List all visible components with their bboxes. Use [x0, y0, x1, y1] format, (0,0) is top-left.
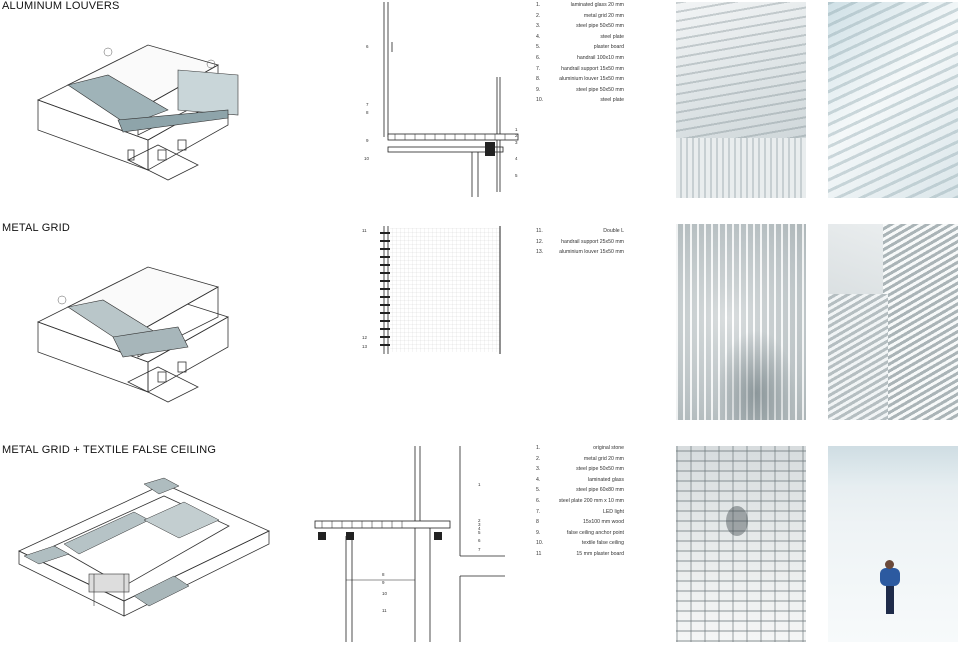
- legend-row: 2.metal grid 20 mm: [536, 455, 624, 462]
- detail-label: 12: [362, 335, 368, 340]
- legend-row: 7.LED light: [536, 508, 624, 515]
- detail-label: 13: [362, 344, 368, 349]
- legend-row: 12.handrail support 25x50 mm: [536, 238, 624, 245]
- detail-label: 2: [515, 133, 518, 138]
- detail-label: 4: [478, 526, 481, 531]
- legend-row: 2.metal grid 20 mm: [536, 12, 624, 19]
- detail-label: 8: [382, 572, 385, 577]
- detail-label: 4: [515, 156, 518, 161]
- axonometric-drawing-metal-grid: [36, 266, 229, 403]
- detail-label: 10: [364, 156, 370, 161]
- legend-row: 1.laminated glass 20 mm: [536, 2, 624, 8]
- legend-row: 11.Double L: [536, 228, 624, 234]
- legend-row: 6.steel plate 200 mm x 10 mm: [536, 497, 624, 504]
- detail-label: 3: [478, 522, 481, 527]
- axonometric-drawing-louvers: [36, 44, 239, 181]
- detail-label: 9: [382, 580, 385, 585]
- section-detail-louvers: 6 7 8 9 10 1 2 3 4 5: [364, 2, 519, 197]
- section-title-aluminum-louvers: ALUMINUM LOUVERS: [2, 0, 120, 12]
- photo-textile-ceiling-room: [828, 446, 958, 642]
- detail-label: 5: [478, 530, 481, 535]
- photo-louvers-facade: [828, 2, 958, 198]
- legend-row: 7.handrail support 15x50 mm: [536, 65, 624, 72]
- detail-label: 5: [515, 173, 518, 178]
- section-detail-metal-grid: 11 12 13: [362, 226, 501, 354]
- legend-row: 4.laminated glass: [536, 476, 624, 483]
- detail-label: 11: [382, 608, 387, 613]
- legend-metal-grid: 11.Double L 12.handrail support 25x50 mm…: [536, 226, 624, 258]
- legend-row: 9.false ceiling anchor point: [536, 529, 624, 536]
- legend-textile-ceiling: 1.original stone 2.metal grid 20 mm 3.st…: [536, 443, 624, 560]
- legend-row: 8.aluminium louver 15x50 mm: [536, 76, 624, 83]
- detail-label: 6: [478, 538, 481, 543]
- detail-label: 11: [362, 228, 367, 233]
- axonometric-drawing-textile-ceiling: [18, 477, 270, 617]
- detail-label: 3: [515, 140, 518, 145]
- detail-label: 10: [382, 591, 388, 596]
- legend-row: 6.handrail 100x10 mm: [536, 54, 624, 61]
- photo-louvers-interior: [676, 2, 806, 198]
- legend-louvers: 1.laminated glass 20 mm 2.metal grid 20 …: [536, 0, 624, 106]
- section-title-metal-grid: METAL GRID: [2, 222, 71, 234]
- person-figure: [880, 568, 900, 586]
- detail-label: 7: [478, 547, 481, 552]
- section-title-metal-grid-textile: METAL GRID + TEXTILE FALSE CEILING: [2, 444, 217, 456]
- legend-row: 9.steel pipe 50x50 mm: [536, 86, 624, 93]
- detail-label: 2: [478, 518, 481, 523]
- legend-row: 1.original stone: [536, 445, 624, 451]
- photo-metal-grid-sunlight: [676, 224, 806, 420]
- legend-row: 3.steel pipe 50x50 mm: [536, 466, 624, 473]
- detail-label: 7: [366, 102, 369, 107]
- legend-row: 4.steel plate: [536, 33, 624, 40]
- detail-label: 8: [366, 110, 369, 115]
- photo-metal-grid-detail: [828, 224, 958, 420]
- legend-row: 5.steel pipe 60x80 mm: [536, 487, 624, 494]
- photo-textile-ceiling-interior: [676, 446, 806, 642]
- detail-label: 1: [478, 482, 481, 487]
- legend-row: 3.steel pipe 50x50 mm: [536, 23, 624, 30]
- legend-row: 5.plaster board: [536, 44, 624, 51]
- detail-label: 1: [515, 127, 518, 132]
- legend-row: 10.textile false ceiling: [536, 540, 624, 547]
- legend-row: 10.steel plate: [536, 97, 624, 104]
- legend-row: 13.aluminium louver 15x50 mm: [536, 249, 624, 256]
- detail-label: 6: [366, 44, 369, 49]
- detail-label: 9: [366, 138, 369, 143]
- section-detail-textile-ceiling: 1 2 3 4 5 6 7 8 9 10 11: [314, 446, 505, 642]
